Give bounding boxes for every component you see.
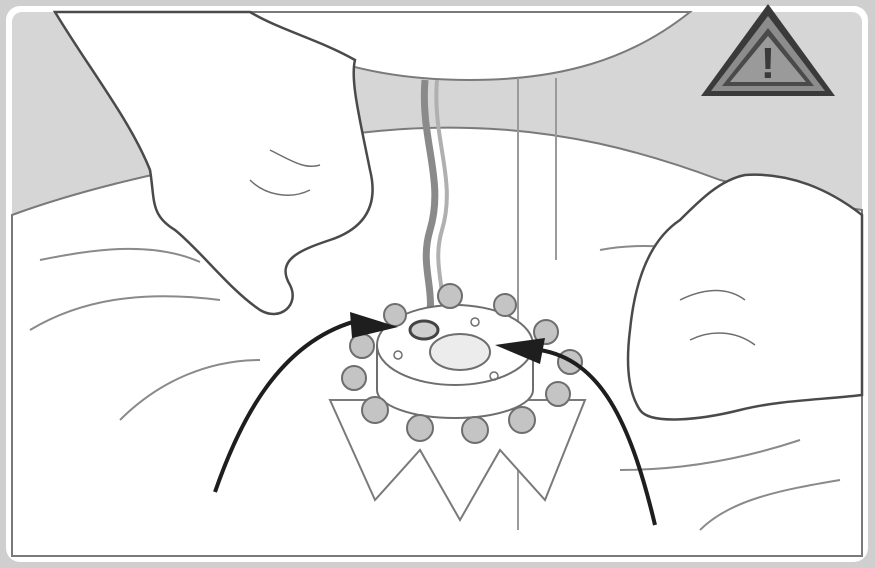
bolt xyxy=(362,397,388,423)
cable-grommet xyxy=(410,321,438,339)
bolt xyxy=(342,366,366,390)
bolt xyxy=(438,284,462,308)
bolt xyxy=(494,294,516,316)
warning-symbol: ! xyxy=(761,39,776,88)
hub-center xyxy=(430,334,490,370)
bolt xyxy=(407,415,433,441)
bolt xyxy=(509,407,535,433)
bolt xyxy=(462,417,488,443)
bolt xyxy=(546,382,570,406)
bolt xyxy=(384,304,406,326)
